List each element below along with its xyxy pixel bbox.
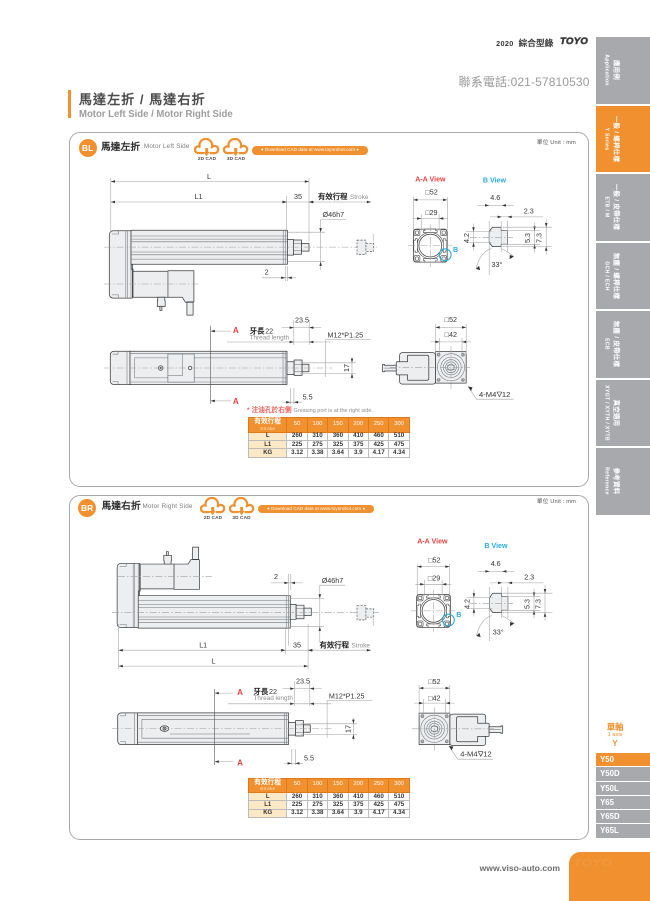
svg-text:B View: B View — [483, 176, 507, 184]
svg-text:L: L — [211, 656, 215, 665]
svg-text:17: 17 — [343, 725, 352, 733]
svg-text:□29: □29 — [425, 208, 437, 217]
svg-text:4.6: 4.6 — [490, 193, 500, 202]
svg-text:□29: □29 — [428, 574, 440, 583]
svg-text:35: 35 — [294, 192, 302, 201]
svg-text:4-M4: 4-M4 — [479, 390, 496, 399]
svg-text:Stroke: Stroke — [352, 642, 371, 649]
svg-text:7.3: 7.3 — [535, 233, 544, 243]
svg-text:4.2: 4.2 — [462, 599, 471, 609]
svg-text:A: A — [233, 326, 239, 335]
svg-text:Stroke: Stroke — [350, 194, 369, 201]
svg-text:有效行程: 有效行程 — [318, 192, 348, 201]
svg-text:4.6: 4.6 — [491, 559, 501, 568]
svg-text:□52: □52 — [445, 315, 457, 324]
svg-text:B: B — [453, 246, 458, 254]
svg-text:33°: 33° — [493, 628, 504, 637]
svg-text:Thread length: Thread length — [250, 334, 290, 341]
svg-text:□52: □52 — [428, 555, 440, 564]
svg-text:□42: □42 — [428, 694, 440, 703]
svg-text:牙長: 牙長 — [250, 327, 265, 336]
svg-text:M12*P1.25: M12*P1.25 — [328, 331, 364, 340]
svg-text:2.3: 2.3 — [524, 206, 534, 215]
svg-text:5.3: 5.3 — [522, 599, 531, 609]
svg-text:35: 35 — [293, 640, 301, 649]
svg-text:Thread length: Thread length — [254, 695, 294, 702]
svg-text:A: A — [237, 759, 243, 768]
svg-text:L: L — [207, 172, 211, 181]
svg-text:22: 22 — [265, 327, 273, 336]
svg-text:A: A — [237, 688, 243, 697]
svg-text:2: 2 — [274, 572, 278, 581]
svg-text:5.3: 5.3 — [523, 233, 532, 243]
svg-text:有效行程: 有效行程 — [320, 640, 350, 649]
svg-text:B View: B View — [484, 542, 508, 550]
svg-text:7.3: 7.3 — [533, 599, 542, 609]
svg-text:M12*P1.25: M12*P1.25 — [329, 692, 365, 701]
svg-text:12: 12 — [502, 390, 510, 399]
svg-text:L1: L1 — [199, 640, 207, 649]
svg-text:4.2: 4.2 — [462, 233, 471, 243]
svg-text:牙長: 牙長 — [254, 687, 269, 696]
svg-text:5.5: 5.5 — [303, 392, 313, 401]
svg-text:Ø46h7: Ø46h7 — [322, 576, 344, 585]
svg-text:12: 12 — [483, 750, 491, 759]
svg-text:22: 22 — [269, 687, 277, 696]
svg-text:33°: 33° — [492, 260, 503, 269]
svg-text:5.5: 5.5 — [304, 754, 314, 763]
svg-text:A-A View: A-A View — [415, 176, 446, 184]
svg-text:□52: □52 — [428, 677, 440, 686]
svg-text:□52: □52 — [425, 188, 437, 197]
svg-text:23.5: 23.5 — [296, 677, 310, 686]
svg-text:2.3: 2.3 — [524, 572, 534, 581]
svg-text:Ø46h7: Ø46h7 — [323, 210, 345, 219]
svg-text:2: 2 — [265, 267, 269, 276]
svg-text:17: 17 — [342, 364, 351, 372]
svg-text:23.5: 23.5 — [295, 316, 309, 325]
svg-text:L1: L1 — [195, 192, 203, 201]
svg-text:B: B — [456, 611, 461, 619]
svg-text:A-A View: A-A View — [417, 538, 448, 546]
svg-text:4-M4: 4-M4 — [460, 750, 477, 759]
svg-text:□42: □42 — [445, 330, 457, 339]
svg-text:A: A — [233, 397, 239, 406]
